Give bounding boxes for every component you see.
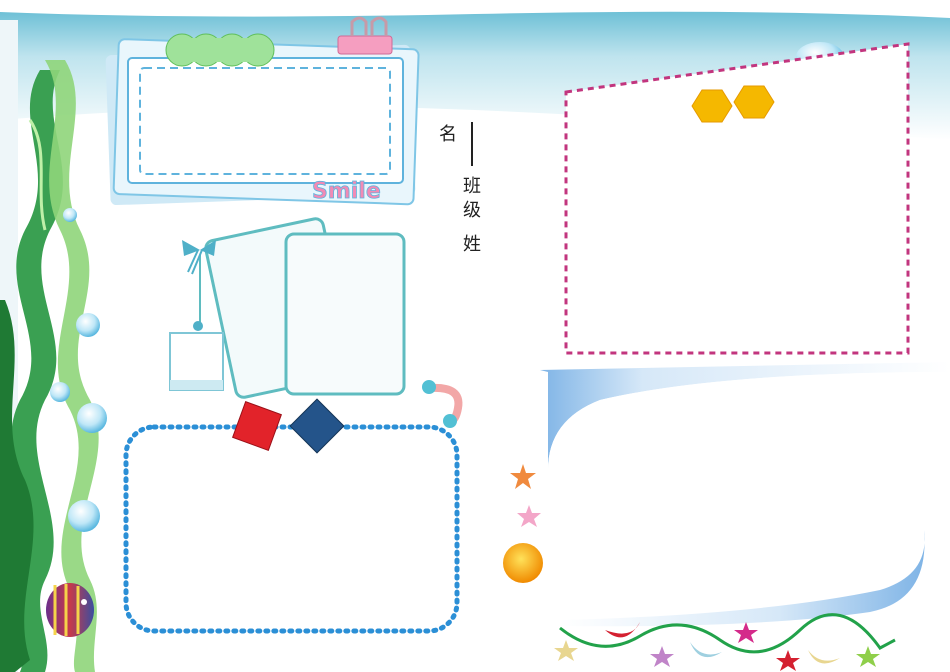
blue-dotted-box	[123, 424, 460, 634]
smile-frame: Smile	[105, 16, 420, 206]
label-class-2: 级	[463, 200, 481, 221]
smile-logo: Smile	[312, 179, 381, 204]
photo-cards	[169, 217, 406, 399]
swoosh-top	[540, 362, 950, 470]
wave-decoration	[554, 613, 896, 671]
label-name: 名	[439, 124, 457, 145]
hook-decoration	[422, 380, 463, 428]
star-icon	[510, 464, 541, 527]
red-tile	[232, 401, 282, 451]
swoosh-bottom	[560, 530, 925, 627]
right-dashed-box	[564, 42, 910, 355]
navy-tile	[289, 398, 345, 454]
moon-icon	[605, 622, 640, 638]
moon-icon	[690, 642, 722, 658]
label-class-1: 班	[463, 176, 481, 197]
bow-icon	[182, 240, 216, 275]
paperclip-icon	[337, 16, 393, 55]
green-cloud-tag	[165, 33, 275, 67]
hexagon-icon	[691, 85, 775, 123]
fish-icon	[46, 583, 94, 637]
moon-icon	[808, 650, 840, 664]
sun-icon	[503, 543, 543, 583]
seaweed-icon	[0, 60, 99, 672]
label-surname: 姓	[463, 234, 481, 255]
